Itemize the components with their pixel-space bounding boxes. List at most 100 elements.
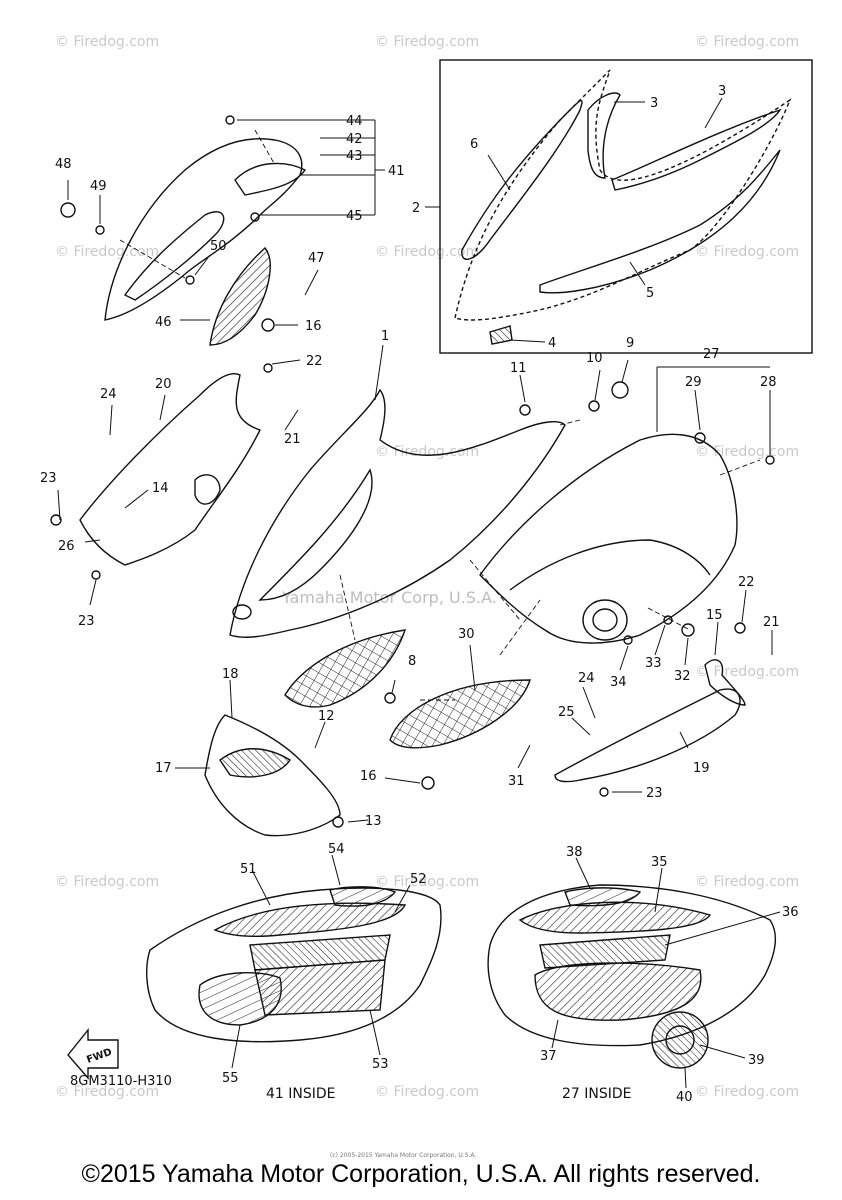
inside-27-speaker-40 [651,1011,709,1069]
watermark: © Firedog.com [55,34,160,50]
callout-10: 10 [586,351,603,366]
side-cover-1-graphic [258,468,373,601]
callout-19: 19 [693,761,710,776]
caption-41-inside: 41 INSIDE [266,1086,336,1102]
inside-27-top-strip [518,901,712,934]
callout-52: 52 [410,872,427,887]
callout-5: 5 [646,286,654,301]
callout-31: 31 [508,774,525,789]
callout-16a: 16 [305,319,322,334]
callout-4: 4 [548,336,556,351]
callout-13: 13 [365,814,382,829]
watermark: © Firedog.com [375,1084,480,1100]
watermark: © Firedog.com [375,444,480,460]
diagram-code: 8GM3110-H310 [70,1074,172,1089]
washer-10-icon [588,400,600,412]
front-cover-inner [123,211,225,301]
washer-49-icon [95,225,105,235]
fine-print: (c) 2005-2015 Yamaha Motor Corporation, … [330,1152,477,1159]
callout-23c: 23 [646,786,663,801]
cowl-27 [479,433,738,644]
callout-39: 39 [748,1053,765,1068]
lower-cover-17 [204,714,341,837]
callout-44: 44 [346,114,363,129]
callout-22a: 22 [306,354,323,369]
grille-7 [284,629,407,708]
callout-35: 35 [651,855,668,870]
decal-3a [587,92,621,179]
callout-53: 53 [372,1057,389,1072]
screw-23b-icon [91,570,101,580]
callout-50: 50 [210,239,227,254]
callout-18: 18 [222,667,239,682]
callout-24a: 24 [100,387,117,402]
callout-30: 30 [458,627,475,642]
decal-set-box [439,59,813,354]
callout-2: 2 [412,201,420,216]
callout-40: 40 [676,1090,693,1105]
inside-27-pad-38 [564,887,642,907]
callout-27: 27 [703,347,720,362]
callout-12: 12 [318,709,335,724]
inside-41-top-strip [213,902,407,938]
watermark: © Firedog.com [375,874,480,890]
decal-6 [461,99,583,260]
watermark: © Firedog.com [55,244,160,260]
screw-23c-icon [599,787,609,797]
bolt-22b-icon [734,622,746,634]
callout-45: 45 [346,209,363,224]
inside-27-outline [487,884,777,1047]
watermark: © Firedog.com [375,244,480,260]
callout-21b: 21 [763,615,780,630]
copyright-notice: ©2015 Yamaha Motor Corporation, U.S.A. A… [81,1160,761,1188]
callout-46: 46 [155,315,172,330]
callout-34: 34 [610,675,627,690]
screw-28-icon [765,455,775,465]
inside-41-pad-54 [329,886,397,907]
duct-46 [209,246,271,346]
decal-5 [539,149,781,294]
callout-51: 51 [240,862,257,877]
decal-4 [489,325,513,345]
callout-37: 37 [540,1049,557,1064]
callout-17: 17 [155,761,172,776]
callout-55: 55 [222,1071,239,1086]
callout-22b: 22 [738,575,755,590]
leader-lines [57,97,781,1089]
screw-8-icon [384,692,396,704]
washer-45-icon [250,212,260,222]
callout-24b: 24 [578,671,595,686]
washer-29-icon [694,432,706,444]
callout-38: 38 [566,845,583,860]
callout-47: 47 [308,251,325,266]
watermark: © Firedog.com [695,664,800,680]
callout-14: 14 [152,481,169,496]
cowl-27-light [582,599,628,641]
callouts: 44 42 43 41 45 2 3 3 6 5 4 48 49 50 47 4… [40,84,799,1105]
nut-9-icon [611,381,629,399]
fwd-arrow-icon [67,1028,119,1080]
inside-27-pad-36 [539,934,671,969]
watermark-center: Yamaha Motor Corp, U.S.A. [282,588,497,607]
lower-cover-18 [219,748,291,778]
callout-20: 20 [155,377,172,392]
cowl-27-inner [509,539,711,591]
inside-41-outline [146,887,442,1043]
watermark: © Firedog.com [375,34,480,50]
screw-44-icon [225,115,235,125]
callout-1: 1 [381,329,389,344]
bolt-32-icon [681,623,695,637]
fwd-label: FWD [85,1047,113,1066]
callout-8: 8 [408,654,416,669]
callout-26: 26 [58,539,75,554]
watermark: © Firedog.com [695,34,800,50]
inside-27-speaker-39 [665,1025,695,1055]
cowl-27-light-inner [592,608,618,632]
callout-3b: 3 [718,84,726,99]
callout-48: 48 [55,157,72,172]
watermark: © Firedog.com [55,1084,160,1100]
callout-32: 32 [674,669,691,684]
watermark: © Firedog.com [695,244,800,260]
watermark: © Firedog.com [695,1084,800,1100]
callout-21a: 21 [284,432,301,447]
